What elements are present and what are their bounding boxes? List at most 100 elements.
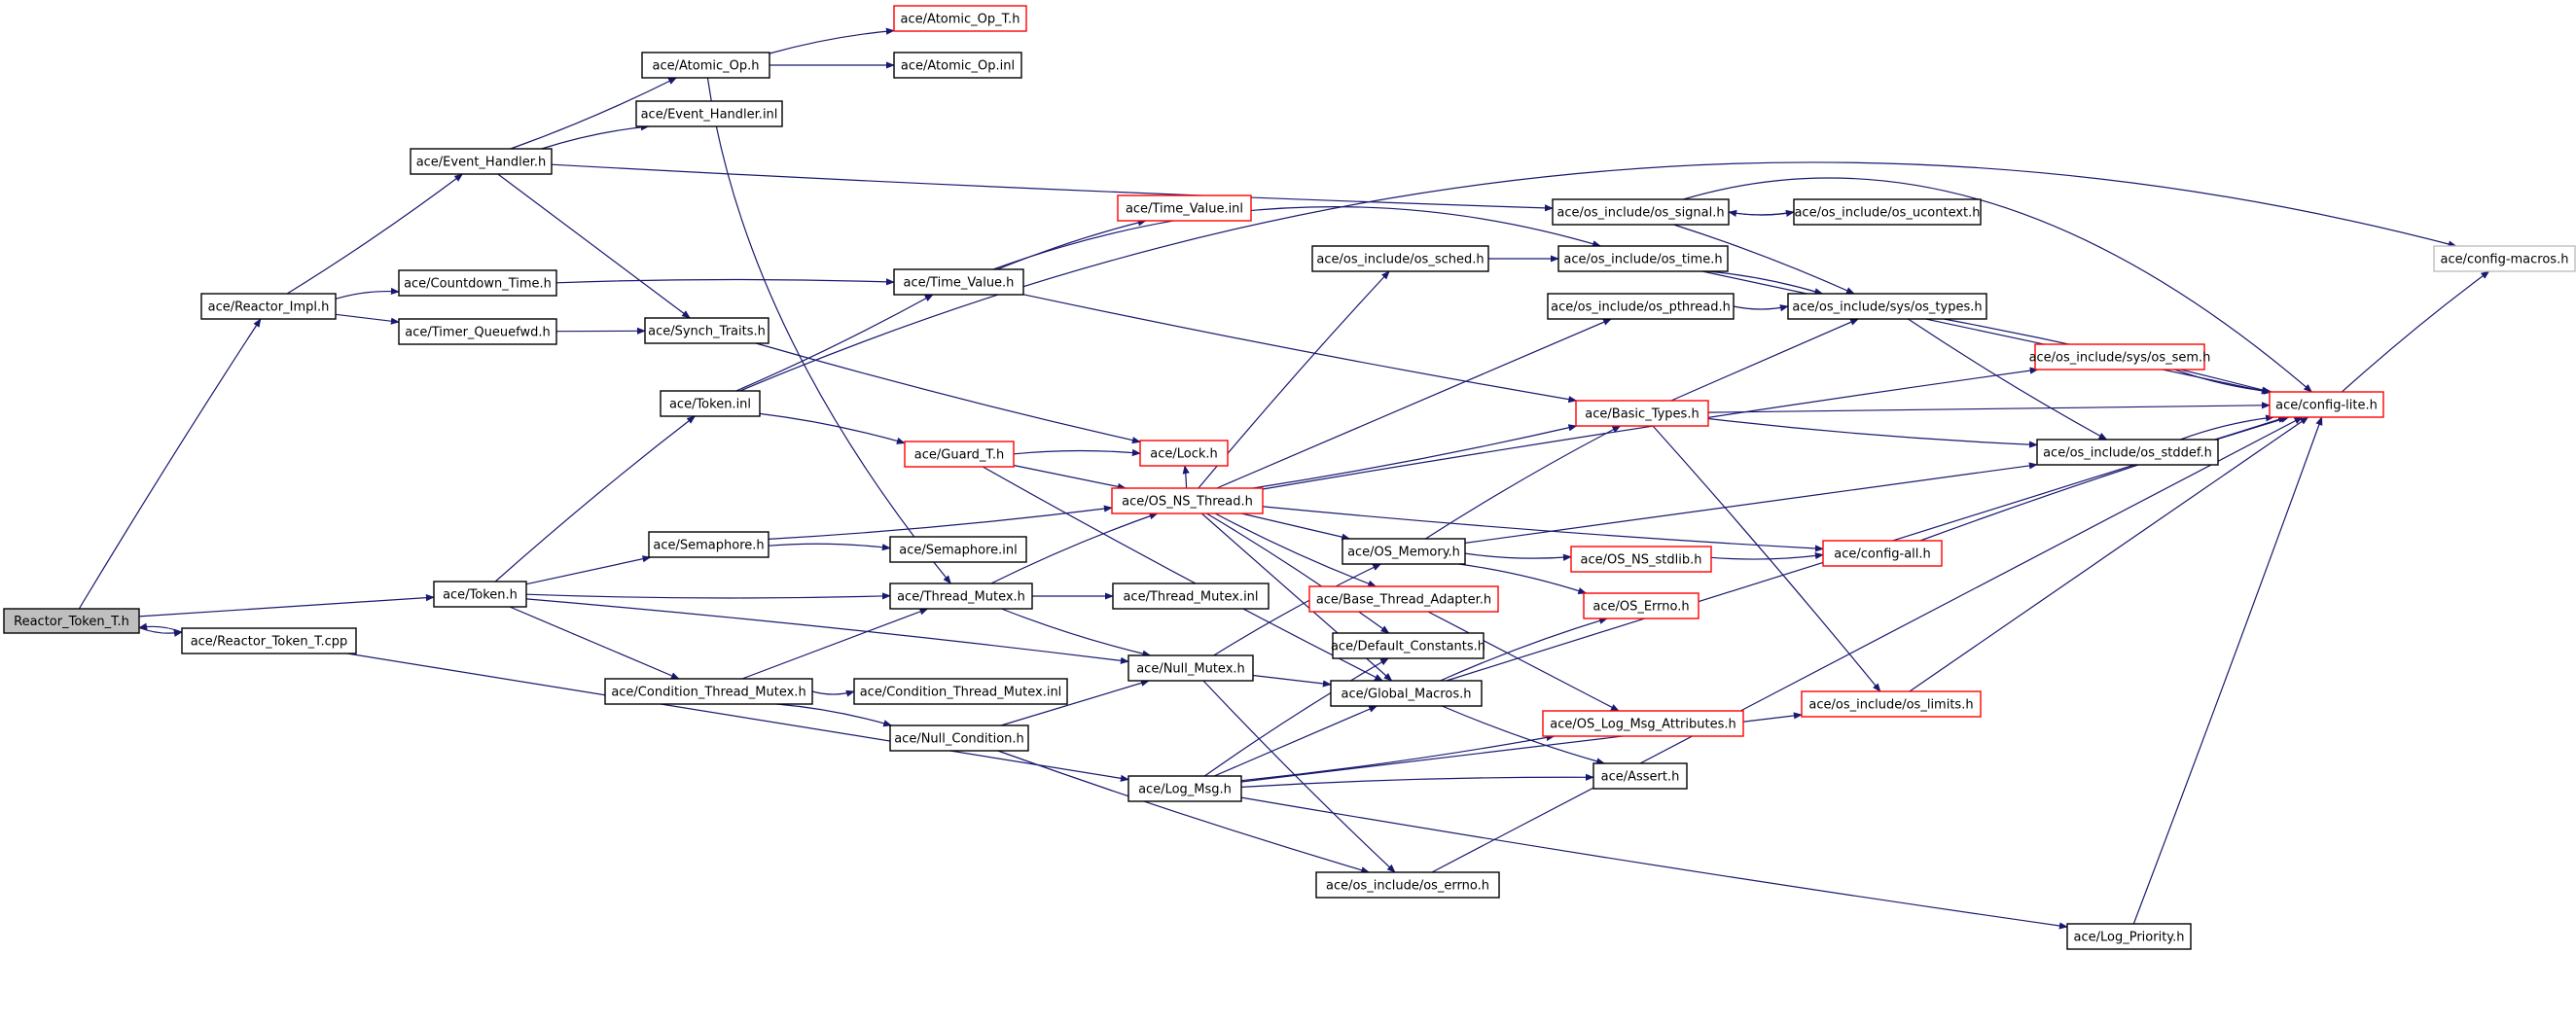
edge-rtcpp-lm (346, 653, 1129, 782)
node-box (2269, 391, 2384, 418)
node-box (2066, 923, 2192, 950)
node-cfgmac[interactable]: ace/config-macros.h (2433, 245, 2576, 272)
node-aopinl[interactable]: ace/Atomic_Op.inl (893, 52, 1022, 79)
node-ossem[interactable]: ace/os_include/sys/os_sem.h (2029, 343, 2211, 371)
node-ostime[interactable]: ace/os_include/os_time.h (1557, 245, 1729, 272)
node-label: ace/config-all.h (1834, 547, 1931, 562)
node-lock[interactable]: ace/Lock.h (1139, 440, 1229, 467)
node-assert[interactable]: ace/Assert.h (1592, 762, 1688, 790)
node-tmi[interactable]: ace/Thread_Mutex.inl (1112, 583, 1270, 610)
node-tqf[interactable]: ace/Timer_Queuefwd.h (398, 318, 557, 345)
edge-evh-synch (497, 173, 691, 319)
node-guard[interactable]: ace/Guard_T.h (904, 441, 1015, 468)
node-gm[interactable]: ace/Global_Macros.h (1330, 680, 1483, 707)
node-pth[interactable]: ace/os_include/os_pthread.h (1547, 293, 1735, 320)
node-aop[interactable]: ace/Atomic_Op.h (641, 52, 770, 79)
node-nm[interactable]: ace/Null_Mutex.h (1127, 654, 1254, 682)
edge-tv-tvinl (996, 219, 1147, 270)
node-evh[interactable]: ace/Event_Handler.h (410, 148, 553, 175)
node-rtcpp[interactable]: ace/Reactor_Token_T.cpp (181, 627, 357, 654)
node-sig[interactable]: ace/os_include/os_signal.h (1552, 198, 1730, 226)
edge-osmem-bt (1425, 425, 1622, 540)
node-ucon[interactable]: ace/os_include/os_ucontext.h (1793, 198, 1982, 226)
node-stdlib[interactable]: ace/OS_NS_stdlib.h (1570, 546, 1712, 573)
node-cfgall[interactable]: ace/config-all.h (1822, 540, 1943, 567)
edge-sem-osns (768, 505, 1113, 540)
edge-ossem-cfglite (2174, 369, 2272, 395)
node-stddef[interactable]: ace/os_include/os_stddef.h (2036, 439, 2219, 466)
node-dc[interactable]: ace/Default_Constants.h (1331, 632, 1485, 659)
node-cfglite[interactable]: ace/config-lite.h (2269, 391, 2384, 418)
node-rimpl[interactable]: ace/Reactor_Impl.h (200, 293, 337, 320)
node-label: ace/Base_Thread_Adapter.h (1316, 593, 1491, 608)
node-label: ace/Token.inl (669, 398, 751, 412)
node-box (853, 678, 1068, 705)
edge-osns-dc (1205, 512, 1390, 634)
node-tvinl[interactable]: ace/Time_Value.inl (1117, 194, 1252, 222)
node-synch[interactable]: ace/Synch_Traits.h (644, 317, 769, 344)
node-osns[interactable]: ace/OS_NS_Thread.h (1111, 487, 1264, 514)
node-label: ace/Null_Condition.h (894, 732, 1024, 747)
node-aopT[interactable]: ace/Atomic_Op_T.h (893, 5, 1027, 32)
edge-cdt-tv (555, 278, 895, 286)
node-sched[interactable]: ace/os_include/os_sched.h (1311, 245, 1489, 272)
node-evhinl[interactable]: ace/Event_Handler.inl (635, 100, 783, 127)
node-label: ace/Default_Constants.h (1331, 640, 1485, 654)
edge-osns-bta (1214, 512, 1377, 587)
node-label: ace/Log_Priority.h (2074, 931, 2185, 945)
node-lma[interactable]: ace/OS_Log_Msg_Attributes.h (1542, 710, 1744, 737)
node-box (893, 5, 1027, 32)
edge-nm-gm (1252, 674, 1332, 688)
node-label: ace/Null_Mutex.h (1136, 662, 1245, 677)
edge-token-nm (525, 598, 1129, 664)
node-box (410, 148, 553, 175)
node-ctmi[interactable]: ace/Condition_Thread_Mutex.inl (853, 678, 1068, 705)
edge-lim-cfglite (1909, 416, 2309, 692)
edge-lm-dc (1203, 657, 1389, 777)
node-token[interactable]: ace/Token.h (433, 581, 527, 608)
node-box (1315, 871, 1500, 899)
node-label: ace/Reactor_Impl.h (208, 300, 330, 315)
node-lp[interactable]: ace/Log_Priority.h (2066, 923, 2192, 950)
node-label: ace/OS_NS_Thread.h (1122, 495, 1253, 510)
node-oserr[interactable]: ace/OS_Errno.h (1583, 592, 1699, 619)
node-tokinl[interactable]: ace/Token.inl (660, 390, 761, 417)
edge-stddef-cfglite (2180, 414, 2275, 441)
edge-lm-assert (1240, 773, 1594, 788)
node-box (1139, 440, 1229, 467)
node-box (1552, 198, 1730, 226)
node-lm[interactable]: ace/Log_Msg.h (1127, 775, 1242, 802)
node-cdt[interactable]: ace/Countdown_Time.h (398, 269, 557, 297)
node-label: ace/os_include/os_errno.h (1326, 879, 1489, 894)
node-box (889, 724, 1029, 752)
edge-types-stddef (1908, 318, 2108, 441)
node-lim[interactable]: ace/os_include/os_limits.h (1801, 690, 1982, 718)
node-box (1822, 540, 1943, 567)
node-label: ace/config-macros.h (2441, 253, 2569, 267)
node-tm[interactable]: ace/Thread_Mutex.h (889, 583, 1033, 610)
edge-osns-bt (1252, 424, 1578, 489)
edge-rimpl-evh (286, 173, 464, 295)
node-box (893, 268, 1024, 296)
node-label: ace/Timer_Queuefwd.h (405, 326, 550, 340)
node-bt[interactable]: ace/Basic_Types.h (1575, 400, 1709, 427)
edge-evh-sig (551, 163, 1554, 212)
node-sem[interactable]: ace/Semaphore.h (648, 531, 769, 558)
node-ncond[interactable]: ace/Null_Condition.h (889, 724, 1029, 752)
edge-tokinl-tv (735, 294, 934, 392)
node-root[interactable]: Reactor_Token_T.h (3, 608, 140, 634)
node-ctm[interactable]: ace/Condition_Thread_Mutex.h (604, 678, 813, 705)
node-tv[interactable]: ace/Time_Value.h (893, 268, 1024, 296)
edge-rimpl-tqf (335, 313, 400, 325)
node-oserrno[interactable]: ace/os_include/os_errno.h (1315, 871, 1500, 899)
edge-ostime-cfglite (1701, 270, 2271, 395)
node-box (1575, 400, 1709, 427)
edge-token-tokinl (494, 415, 697, 583)
node-bta[interactable]: ace/Base_Thread_Adapter.h (1308, 585, 1499, 613)
edge-nm-oserrno (1202, 680, 1396, 873)
node-semi[interactable]: ace/Semaphore.inl (889, 536, 1027, 563)
node-osmem[interactable]: ace/OS_Memory.h (1342, 538, 1466, 565)
node-types[interactable]: ace/os_include/sys/os_types.h (1787, 293, 1987, 320)
edge-root-rimpl (78, 318, 262, 610)
node-label: ace/Event_Handler.h (416, 156, 547, 170)
